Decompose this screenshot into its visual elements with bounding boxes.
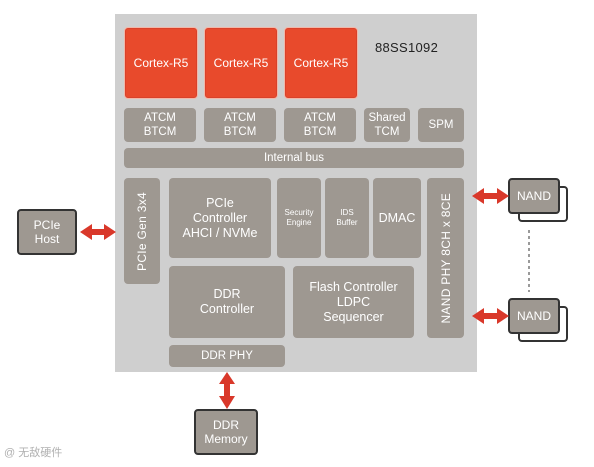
cortex-r5-core-2: Cortex-R5 bbox=[204, 27, 278, 99]
pcie-host-block: PCIe Host bbox=[17, 209, 77, 255]
atcm-btcm-block-2: ATCM BTCM bbox=[204, 108, 276, 142]
nand-link-arrow-1 bbox=[472, 188, 509, 204]
ddr-controller-block: DDR Controller bbox=[169, 266, 285, 338]
pcie-controller-block: PCIe Controller AHCI / NVMe bbox=[169, 178, 271, 258]
nand-link-arrow-2 bbox=[472, 308, 509, 324]
pcie-link-arrow bbox=[80, 224, 116, 240]
nand-phy-block: NAND PHY 8CH x 8CE bbox=[427, 178, 464, 338]
spm-block: SPM bbox=[418, 108, 464, 142]
chip-name: 88SS1092 bbox=[375, 40, 439, 55]
nand-chip-1: NAND bbox=[508, 178, 570, 224]
cortex-r5-core-3: Cortex-R5 bbox=[284, 27, 358, 99]
shared-tcm-block: Shared TCM bbox=[364, 108, 410, 142]
pcie-gen-block: PCIe Gen 3x4 bbox=[124, 178, 160, 284]
watermark: @ 无敌硬件 bbox=[4, 447, 63, 459]
cortex-r5-core-1: Cortex-R5 bbox=[124, 27, 198, 99]
nand-chip-1-label: NAND bbox=[508, 178, 560, 214]
internal-bus: Internal bus bbox=[124, 148, 464, 168]
ddr-memory-block: DDR Memory bbox=[194, 409, 258, 455]
atcm-btcm-block-1: ATCM BTCM bbox=[124, 108, 196, 142]
ddr-phy-block: DDR PHY bbox=[169, 345, 285, 367]
ddr-link-arrow bbox=[219, 372, 235, 409]
atcm-btcm-block-3: ATCM BTCM bbox=[284, 108, 356, 142]
dmac-block: DMAC bbox=[373, 178, 421, 258]
flash-controller-block: Flash Controller LDPC Sequencer bbox=[293, 266, 414, 338]
ids-buffer-block: IDS Buffer bbox=[325, 178, 369, 258]
security-engine-block: Security Engine bbox=[277, 178, 321, 258]
